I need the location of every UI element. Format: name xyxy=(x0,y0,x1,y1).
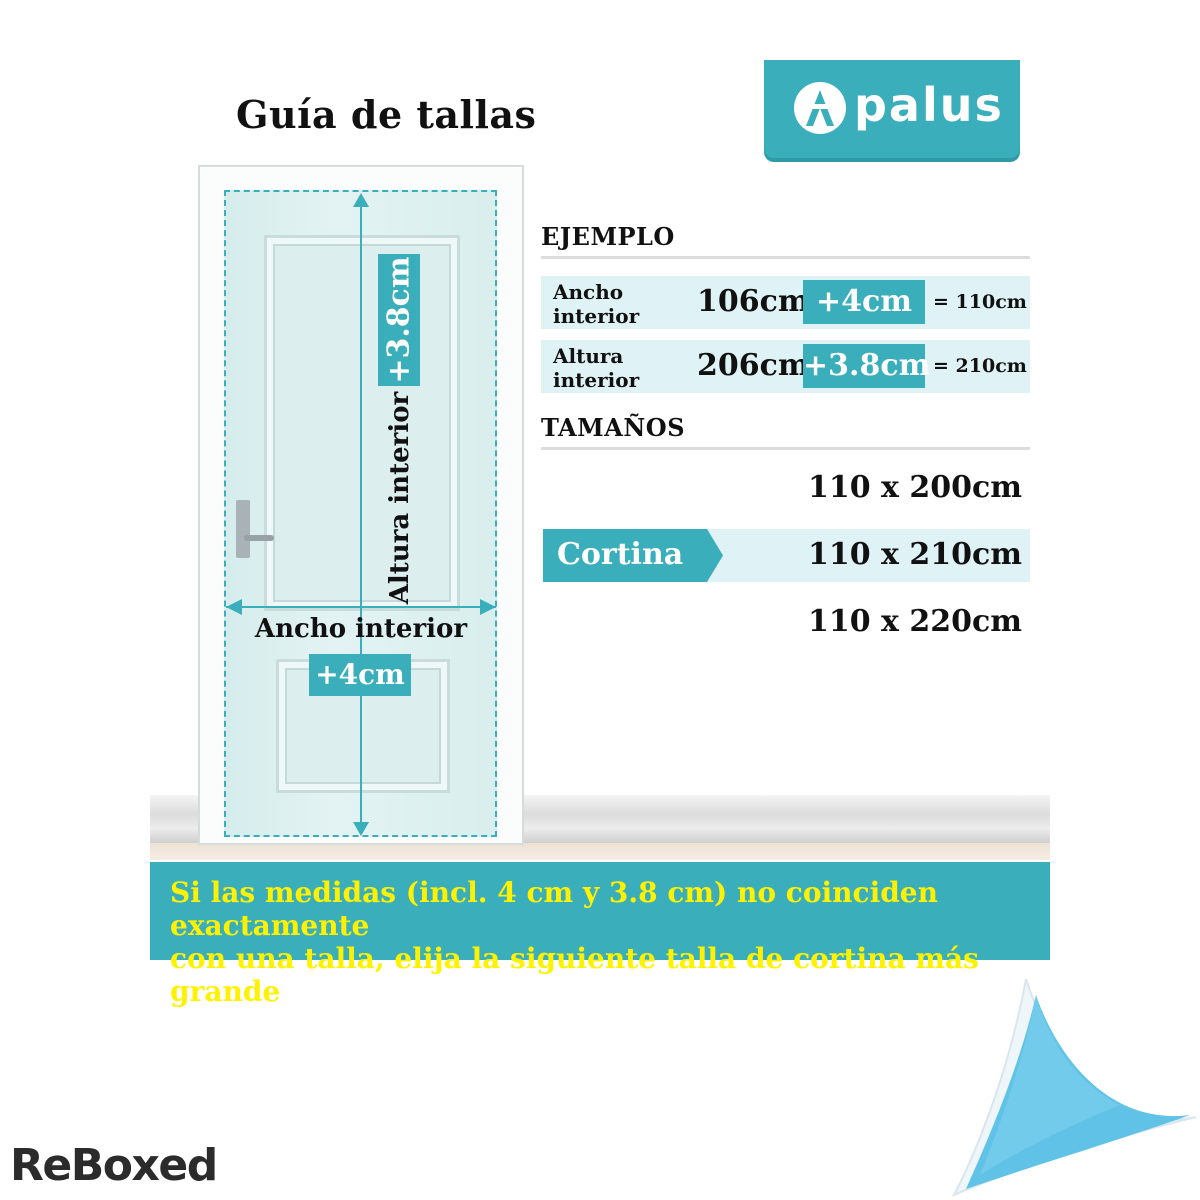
registered-mark: ® xyxy=(986,94,995,104)
example-label-line2: interior xyxy=(553,304,640,328)
notice-banner: Si las medidas (incl. 4 cm y 3.8 cm) no … xyxy=(150,862,1050,1008)
door-handle-icon xyxy=(244,535,274,541)
height-label: Altura interior xyxy=(380,392,420,605)
notice-text: Si las medidas (incl. 4 cm y 3.8 cm) no … xyxy=(170,876,1040,1008)
product-tag: Cortina xyxy=(543,529,723,582)
height-measure-line xyxy=(360,196,362,834)
brand-name: palus xyxy=(854,78,1004,132)
example-result: = 110cm xyxy=(933,291,1027,313)
door-panel-top xyxy=(264,235,460,611)
size-option: 110 x 200cm xyxy=(807,470,1023,505)
example-heading: EJEMPLO xyxy=(541,222,675,251)
arrow-left-icon xyxy=(226,599,242,615)
floor xyxy=(150,843,1050,860)
example-add-badge: +4cm xyxy=(803,280,925,324)
size-option: 110 x 210cm xyxy=(807,537,1023,572)
example-row-width: Ancho interior 106cm +4cm = 110cm xyxy=(541,276,1030,329)
example-row-height: Altura interior 206cm +3.8cm = 210cm xyxy=(541,340,1030,393)
example-label-line1: Altura xyxy=(553,344,624,368)
size-option: 110 x 220cm xyxy=(807,604,1023,639)
door-handle-plate xyxy=(236,500,250,558)
example-base-value: 106cm xyxy=(697,284,810,319)
example-base-value: 206cm xyxy=(697,348,810,383)
example-row-label: Altura interior xyxy=(553,344,683,392)
sizes-heading: TAMAÑOS xyxy=(541,413,686,442)
example-result: = 210cm xyxy=(933,355,1027,377)
arrow-down-icon xyxy=(353,822,369,836)
notice-line1: Si las medidas (incl. 4 cm y 3.8 cm) no … xyxy=(170,876,938,942)
arrow-right-icon xyxy=(480,599,496,615)
example-label-line2: interior xyxy=(553,368,640,392)
apalus-a-icon xyxy=(794,82,846,134)
width-measure-line xyxy=(226,606,496,608)
height-label-text: Altura interior xyxy=(385,391,415,605)
example-label-line1: Ancho xyxy=(553,280,624,304)
product-tag-text: Cortina xyxy=(557,537,684,572)
example-add-badge: +3.8cm xyxy=(803,344,930,388)
width-label: Ancho interior xyxy=(254,614,468,644)
height-add-text: +3.8cm xyxy=(381,256,417,384)
height-add-badge: +3.8cm xyxy=(378,254,420,386)
width-add-badge: +4cm xyxy=(309,654,411,696)
reboxed-logo: ReBoxed xyxy=(10,1140,218,1191)
sizes-divider xyxy=(541,447,1030,450)
size-row-highlight: Cortina xyxy=(543,529,1030,582)
brand-logo: palus ® xyxy=(764,60,1020,158)
sun-sail-icon xyxy=(951,978,1197,1198)
arrow-up-icon xyxy=(353,193,369,207)
notice-line2: con una talla, elija la siguiente talla … xyxy=(170,942,979,1008)
page-title: Guía de tallas xyxy=(236,92,537,137)
example-divider xyxy=(541,256,1030,259)
example-row-label: Ancho interior xyxy=(553,280,683,328)
